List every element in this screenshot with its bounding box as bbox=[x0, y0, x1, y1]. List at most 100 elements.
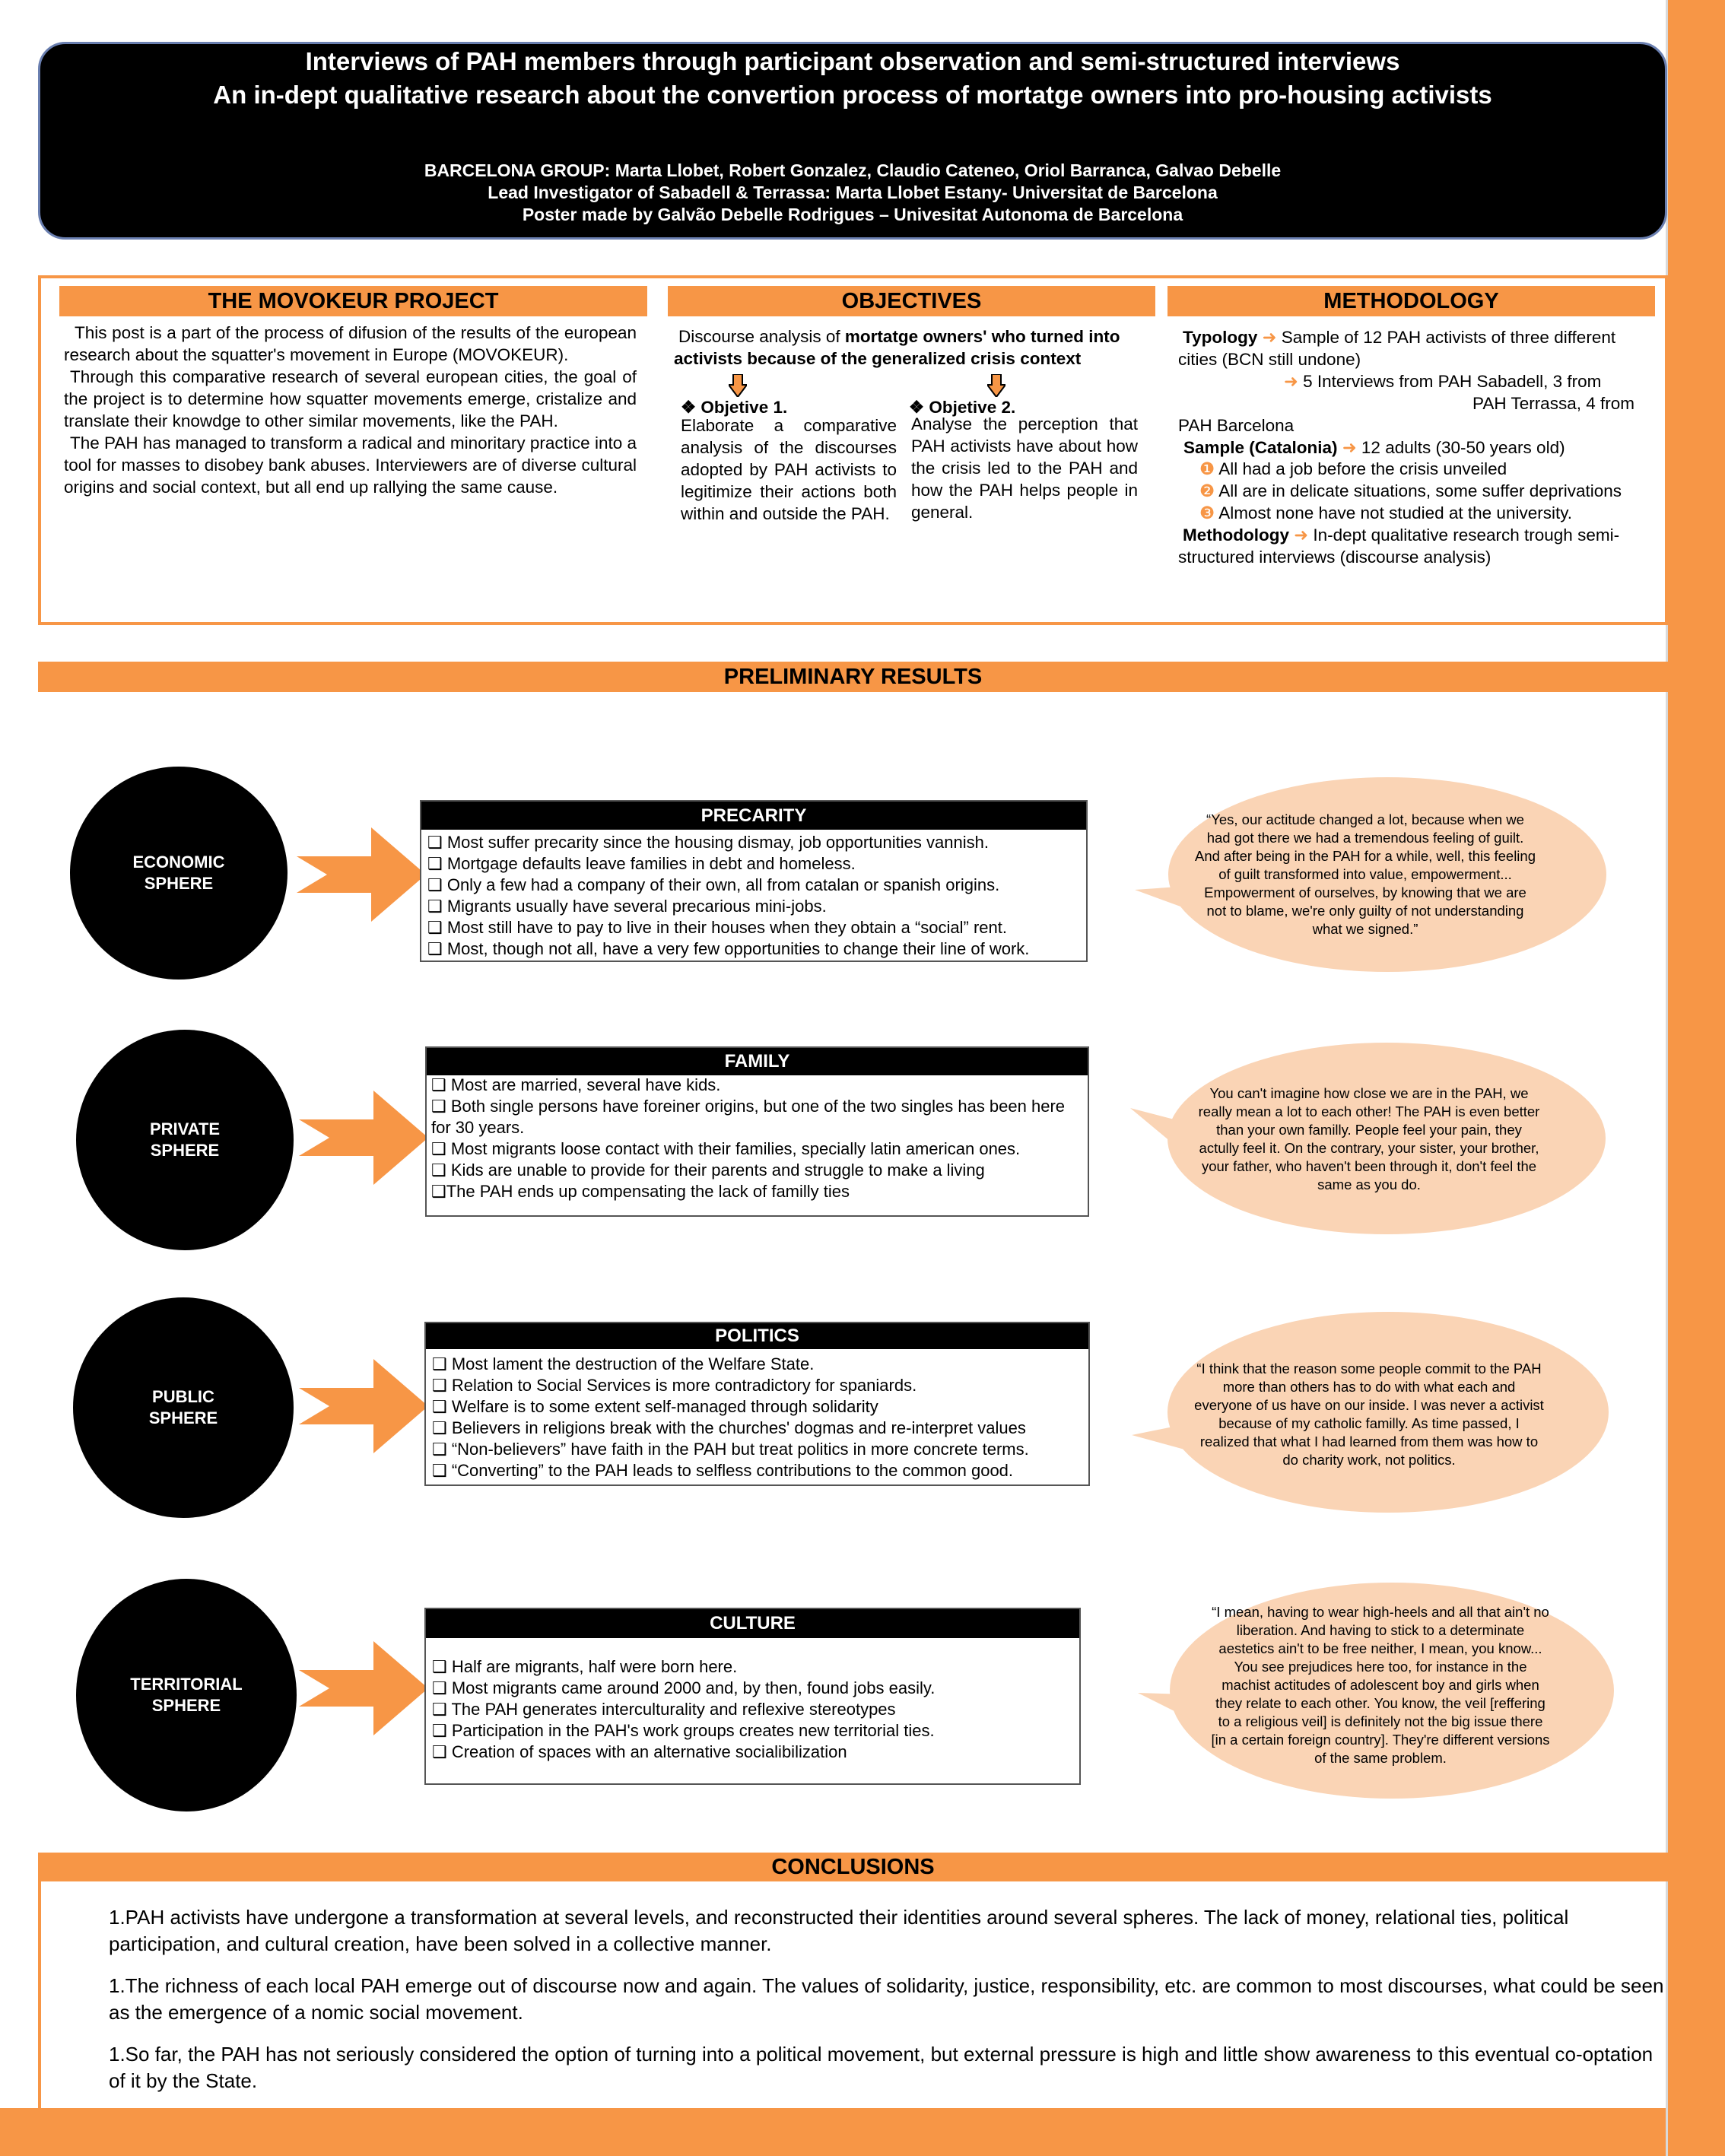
down-arrow-icon bbox=[987, 374, 1005, 397]
conclusion-1: 1.PAH activists have undergone a transfo… bbox=[109, 1906, 1569, 1955]
politics-list: ❑ Most lament the destruction of the Wel… bbox=[432, 1354, 1084, 1481]
arrow-right-icon: ➜ bbox=[1262, 328, 1277, 347]
authors-line: BARCELONA GROUP: Marta Llobet, Robert Go… bbox=[424, 160, 1282, 180]
objectives-intro-plain: Discourse analysis of bbox=[678, 327, 845, 346]
circle-label-line-1: PUBLIC bbox=[152, 1387, 214, 1406]
methodology-sample: Sample (Catalonia) ➜ 12 adults (30-50 ye… bbox=[1183, 437, 1565, 459]
typology-text: Sample of 12 PAH activists of three diff… bbox=[1178, 328, 1616, 369]
private-sphere-circle: PRIVATE SPHERE bbox=[76, 1030, 294, 1250]
culture-box: CULTURE ❑ Half are migrants, half were b… bbox=[424, 1608, 1081, 1785]
methodology-typology: Typology ➜ Sample of 12 PAH activists of… bbox=[1178, 326, 1657, 370]
movokeur-text: This post is a part of the process of di… bbox=[64, 322, 637, 498]
quote-territorial: “I mean, having to wear high-heels and a… bbox=[1211, 1604, 1550, 1766]
circle-label-line-2: SPHERE bbox=[148, 1408, 218, 1427]
conclusions-heading: CONCLUSIONS bbox=[38, 1853, 1668, 1881]
poster-title: Interviews of PAH members through partic… bbox=[305, 47, 1400, 75]
arrow-right-icon bbox=[299, 1359, 428, 1453]
objective-2-title: ❖ Objetive 2. bbox=[909, 398, 1016, 417]
conclusion-2: 1.The richness of each local PAH emerge … bbox=[109, 1974, 1664, 2024]
down-arrow-icon bbox=[729, 374, 747, 397]
movokeur-paragraph-1: This post is a part of the process of di… bbox=[64, 323, 637, 364]
objectives-intro: Discourse analysis of mortatge owners' w… bbox=[674, 325, 1153, 370]
movokeur-heading: THE MOVOKEUR PROJECT bbox=[59, 286, 647, 316]
poster-subtitle: An in-dept qualitative research about th… bbox=[213, 81, 1492, 109]
speech-bubble-shape bbox=[1132, 1312, 1609, 1513]
objective-1-title: ❖ Objetive 1. bbox=[681, 398, 788, 417]
arrow-right-icon: ➜ bbox=[1294, 526, 1309, 545]
sample-text: 12 adults (30-50 years old) bbox=[1356, 438, 1565, 457]
public-sphere-circle: PUBLIC SPHERE bbox=[73, 1297, 294, 1518]
precarity-box: PRECARITY ❑ Most suffer precarity since … bbox=[420, 800, 1088, 962]
objectives-heading: OBJECTIVES bbox=[668, 286, 1155, 316]
circle-label-line-1: PRIVATE bbox=[149, 1119, 221, 1138]
objective-2-text: Analyse the perception that PAH activist… bbox=[911, 414, 1138, 522]
methodology-interviews-line-3: PAH Barcelona bbox=[1178, 416, 1295, 435]
interviews-text-1: 5 Interviews from PAH Sabadell, 3 from bbox=[1303, 372, 1602, 391]
point-3-text: Almost none have not studied at the univ… bbox=[1218, 503, 1573, 522]
list-item: ❑ Most migrants loose contact with their… bbox=[431, 1139, 1021, 1158]
arrow-right-icon bbox=[299, 1641, 428, 1735]
methodology-point-3: ❸ Almost none have not studied at the un… bbox=[1199, 502, 1572, 524]
speech-bubble-shape bbox=[1135, 777, 1606, 972]
list-item: ❑ Kids are unable to provide for their p… bbox=[431, 1161, 985, 1180]
movokeur-paragraph-3: The PAH has managed to transform a radic… bbox=[64, 433, 637, 497]
list-item: ❑ Half are migrants, half were born here… bbox=[432, 1657, 738, 1676]
list-item: ❑ Believers in religions break with the … bbox=[432, 1418, 1026, 1437]
list-item: ❑ Most are married, several have kids. bbox=[431, 1075, 721, 1094]
list-item: ❑ “Non-believers” have faith in the PAH … bbox=[432, 1440, 1029, 1459]
list-item: ❑ Both single persons have foreiner orig… bbox=[431, 1097, 1066, 1137]
list-item: ❑ Participation in the PAH's work groups… bbox=[432, 1721, 935, 1740]
objective-1-text: Elaborate a comparative analysis of the … bbox=[681, 416, 897, 523]
culture-box-title: CULTURE bbox=[426, 1609, 1079, 1638]
culture-list: ❑ Half are migrants, half were born here… bbox=[432, 1656, 1075, 1763]
right-divider-line bbox=[1666, 0, 1668, 2156]
methodology-interviews-line-2: PAH Terrassa, 4 from bbox=[1472, 394, 1634, 413]
politics-box: POLITICS ❑ Most lament the destruction o… bbox=[424, 1322, 1090, 1486]
list-item: ❑ Welfare is to some extent self-managed… bbox=[432, 1397, 878, 1416]
number-1-icon: ❶ bbox=[1199, 459, 1215, 478]
methodology-method: Methodology ➜ In-dept qualitative resear… bbox=[1178, 524, 1657, 568]
methodology-interviews-line-1: ➜ 5 Interviews from PAH Sabadell, 3 from bbox=[1284, 370, 1601, 392]
methodology-heading: METHODOLOGY bbox=[1167, 286, 1655, 316]
list-item: ❑ The PAH generates interculturality and… bbox=[432, 1700, 896, 1719]
circle-label-line-2: SPHERE bbox=[150, 1141, 220, 1160]
family-box-title: FAMILY bbox=[427, 1048, 1088, 1075]
poster-credit-line: Poster made by Galvão Debelle Rodrigues … bbox=[522, 205, 1183, 224]
politics-box-title: POLITICS bbox=[426, 1323, 1088, 1349]
arrow-right-icon bbox=[299, 1091, 428, 1185]
number-3-icon: ❸ bbox=[1199, 503, 1215, 522]
quote-private: You can't imagine how close we are in th… bbox=[1198, 1084, 1540, 1192]
arrow-right-icon: ➜ bbox=[1342, 438, 1357, 457]
conclusions-frame bbox=[38, 1881, 1668, 2108]
number-2-icon: ❷ bbox=[1199, 481, 1215, 500]
arrow-right-icon: ➜ bbox=[1284, 372, 1298, 391]
poster-header: Interviews of PAH members through partic… bbox=[38, 42, 1667, 240]
list-item: ❑ Most suffer precarity since the housin… bbox=[427, 833, 989, 852]
method-text: In-dept qualitative research trough semi… bbox=[1178, 526, 1620, 567]
precarity-list: ❑ Most suffer precarity since the housin… bbox=[427, 832, 1082, 960]
movokeur-paragraph-2: Through this comparative research of sev… bbox=[64, 367, 637, 430]
list-item: ❑ Creation of spaces with an alternative… bbox=[432, 1742, 847, 1761]
lead-investigator-line: Lead Investigator of Sabadell & Terrassa… bbox=[488, 183, 1218, 202]
circle-label-line-2: SPHERE bbox=[144, 874, 214, 893]
economic-sphere-circle: ECONOMIC SPHERE bbox=[70, 767, 288, 980]
method-label: Methodology bbox=[1183, 526, 1289, 545]
point-1-text: All had a job before the crisis unveiled bbox=[1218, 459, 1507, 478]
family-list: ❑ Most are married, several have kids. ❑… bbox=[431, 1075, 1083, 1202]
point-2-text: All are in delicate situations, some suf… bbox=[1218, 481, 1622, 500]
list-item: ❑ Most still have to pay to live in thei… bbox=[427, 918, 1007, 937]
speech-bubble-shape bbox=[1130, 1043, 1606, 1234]
family-box: FAMILY ❑ Most are married, several have … bbox=[425, 1046, 1089, 1217]
list-item: ❑ Most lament the destruction of the Wel… bbox=[432, 1354, 815, 1373]
list-item: ❑ Relation to Social Services is more co… bbox=[432, 1376, 917, 1395]
arrow-right-icon bbox=[297, 827, 426, 922]
circle-label-line-1: ECONOMIC bbox=[132, 853, 225, 872]
list-item: ❑ “Converting” to the PAH leads to selfl… bbox=[432, 1461, 1014, 1480]
objectives-intro-bold: mortatge owners' who turned into activis… bbox=[674, 327, 1120, 368]
precarity-box-title: PRECARITY bbox=[421, 802, 1086, 830]
circle-label-line-2: SPHERE bbox=[151, 1696, 221, 1715]
speech-bubble-shape bbox=[1138, 1583, 1614, 1799]
methodology-point-1: ❶ All had a job before the crisis unveil… bbox=[1199, 458, 1507, 480]
list-item: ❑ Most, though not all, have a very few … bbox=[427, 939, 1030, 958]
